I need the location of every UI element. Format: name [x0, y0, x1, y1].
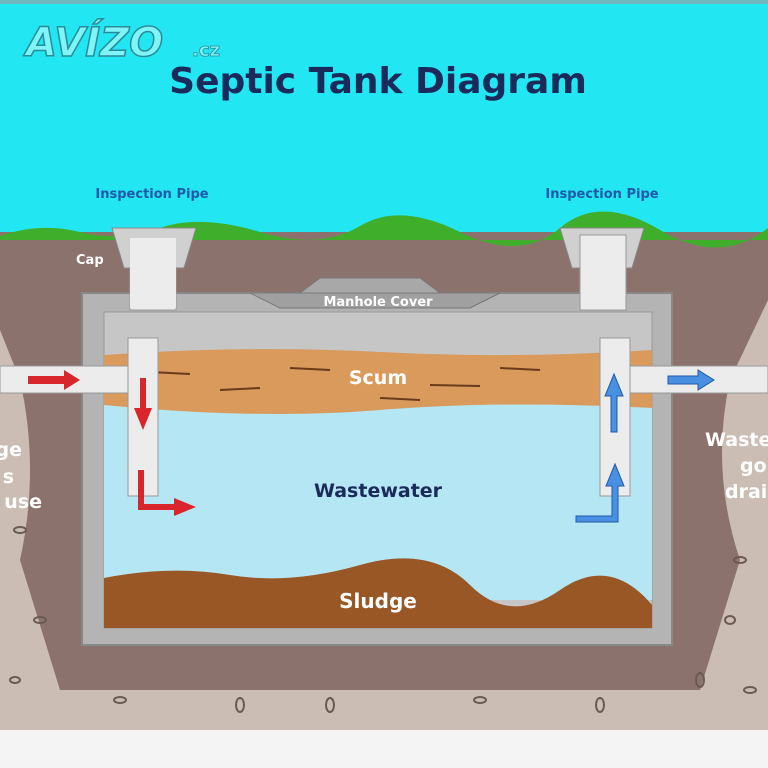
top-border: [0, 0, 768, 4]
outflow-arrows: [575, 369, 715, 523]
watermark-brand: AVÍZO: [23, 18, 163, 66]
label-left-line-3: use: [4, 491, 42, 513]
sludge-layer: [104, 558, 652, 628]
arrow-up-icon: [604, 372, 624, 433]
arrow-corner-icon: [138, 470, 196, 516]
label-wastewater: Wastewater: [314, 480, 443, 502]
sky: [0, 0, 768, 235]
label-inspection-pipe-left: Inspection Pipe: [95, 187, 208, 202]
label-cap: Cap: [76, 253, 104, 268]
arrow-right-icon: [667, 369, 715, 391]
scum-layer: [104, 349, 652, 414]
inspection-pipe-right[interactable]: [559, 227, 645, 311]
label-inspection-pipe-right: Inspection Pipe: [545, 187, 658, 202]
label-right-line-3: drai: [725, 481, 767, 503]
arrow-right-icon: [28, 370, 80, 390]
inspection-pipe-left[interactable]: [111, 227, 197, 311]
arrow-corner-icon: [575, 462, 625, 523]
label-sludge: Sludge: [339, 589, 417, 613]
label-left-line-1: ge: [0, 439, 22, 461]
label-right-line-2: go: [740, 455, 767, 477]
label-manhole-cover: Manhole Cover: [323, 295, 433, 310]
label-left-line-2: s: [3, 466, 14, 488]
white-bottom-strip: [0, 730, 768, 768]
gravel-stones: [9, 526, 757, 713]
page-title: Septic Tank Diagram: [169, 61, 587, 102]
manhole-top: [298, 277, 442, 294]
inflow-arrows: [28, 370, 196, 516]
label-right-line-1: Waste: [705, 429, 768, 451]
watermark-suffix: .cz: [192, 40, 220, 61]
arrow-down-icon: [134, 378, 152, 430]
label-scum: Scum: [349, 367, 407, 389]
